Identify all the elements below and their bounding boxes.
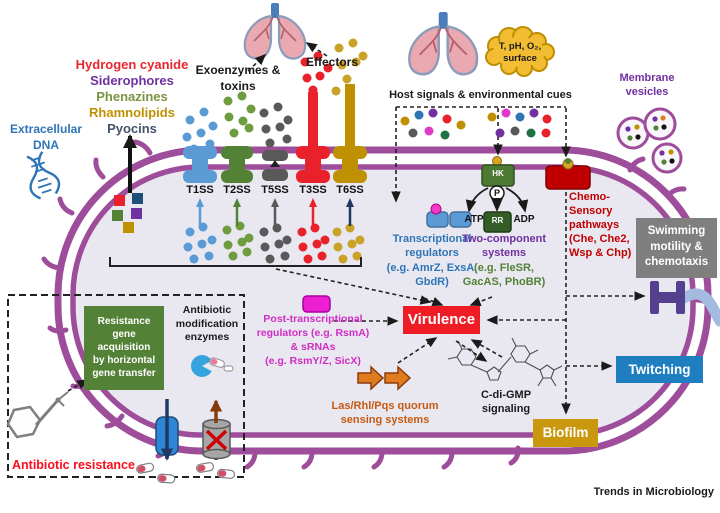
resistance-gene-box: Resistance gene acquisition by horizonta…: [84, 306, 164, 390]
label-membrane-vesicles: Membrane vesicles: [619, 72, 675, 99]
label-exoenzymes-toxins: Exoenzymes & toxins: [195, 63, 281, 93]
label-antibiotic-resistance: Antibiotic resistance: [12, 458, 135, 472]
t3ss-needle-icon: [308, 92, 318, 152]
lungs-icon: [408, 12, 479, 76]
label-t3ss: T3SS: [299, 184, 327, 196]
label-cloud-cues: T, pH, O₂, surface: [498, 41, 542, 64]
label-hydrogen-cyanide: Hydrogen cyanide: [75, 57, 189, 72]
t5ss-icon: [262, 150, 288, 181]
cdigmp-structure-icon: [447, 337, 563, 387]
flagellum-icon: [650, 281, 720, 327]
export-arrow-icon: [196, 198, 354, 226]
label-rr: RR: [491, 216, 504, 225]
cytoplasmic-substrates-icon: [183, 198, 365, 264]
label-t1ss: T1SS: [186, 184, 214, 196]
histidine-kinase-icon: [481, 156, 515, 187]
label-two-component: Two-component systems: [461, 233, 547, 260]
lungs-icon: [243, 3, 307, 60]
label-t5ss: T5SS: [261, 184, 289, 196]
label-antibiotic-modification: Antibiotic modification enzymes: [175, 304, 239, 344]
label-rhamnolipids: Rhamnolipids: [89, 105, 175, 120]
modification-enzyme-icon: [191, 355, 234, 377]
t6ss-icon: [333, 146, 367, 183]
label-atp: ATP: [464, 214, 484, 225]
biofilm-box: Biofilm: [533, 419, 598, 447]
host-signals-region-icon: [391, 106, 571, 203]
phosphotransfer-icon: [465, 185, 529, 213]
journal-credit: Trends in Microbiology: [593, 486, 714, 498]
label-chemosensory: Chemo- Sensory pathways (Che, Che2, Wsp …: [569, 191, 632, 260]
response-regulator-icon: [483, 211, 512, 233]
bacteriophage-icon: [6, 391, 69, 439]
label-host-signals: Host signals & environmental cues: [389, 89, 572, 101]
secretion-bracket-icon: [109, 257, 362, 267]
environment-cloud-icon: [485, 26, 555, 77]
chemoreceptor-icon: [545, 158, 591, 190]
label-transcriptional-regulators: Transcriptional regulators (e.g. AmrZ, E…: [386, 233, 478, 288]
secreted-substrates-icon: [182, 38, 368, 154]
virulence-box: Virulence: [403, 306, 480, 334]
transcriptional-regulator-icon: [426, 203, 472, 228]
twitching-box: Twitching: [616, 356, 703, 383]
label-extracellular-dna: Extracellular DNA: [9, 122, 83, 152]
t3ss-icon: [296, 146, 330, 183]
label-t6ss: T6SS: [336, 184, 364, 196]
membrane-vesicles-icon: [616, 107, 683, 174]
label-cdigmp: C-di-GMP signaling: [480, 389, 532, 416]
label-quorum-sensing: Las/Rhl/Pqs quorum sensing systems: [331, 400, 439, 427]
influx-porin-icon: [155, 399, 179, 461]
regulatory-arrows-icon: [67, 42, 646, 415]
efflux-pump-icon: [202, 399, 231, 460]
quorum-sensing-arrows-icon: [357, 365, 412, 391]
post-transcriptional-regulator-icon: [302, 295, 331, 313]
label-adp: ADP: [513, 214, 535, 225]
swimming-motility-box: Swimming motility & chemotaxis: [636, 218, 717, 278]
label-p: P: [493, 188, 500, 198]
label-two-component-examples: (e.g. FleSR, GacAS, PhoBR): [462, 262, 546, 289]
t2ss-icon: [221, 146, 253, 183]
label-phenazines: Phenazines: [96, 89, 168, 104]
host-signal-molecules-icon: [400, 108, 552, 140]
label-post-transcriptional: Post-transcriptional regulators (e.g. Rs…: [256, 313, 370, 367]
label-hk: HK: [492, 169, 504, 178]
label-pyocins: Pyocins: [107, 121, 157, 136]
pyocin-particles-icon: [112, 193, 143, 233]
label-siderophores: Siderophores: [90, 73, 174, 88]
dna-helix-icon: [26, 151, 61, 200]
t6ss-needle-icon: [345, 84, 355, 152]
label-t2ss: T2SS: [223, 184, 251, 196]
antibiotic-pills-icon: [136, 462, 236, 484]
label-effectors: Effectors: [305, 55, 358, 69]
